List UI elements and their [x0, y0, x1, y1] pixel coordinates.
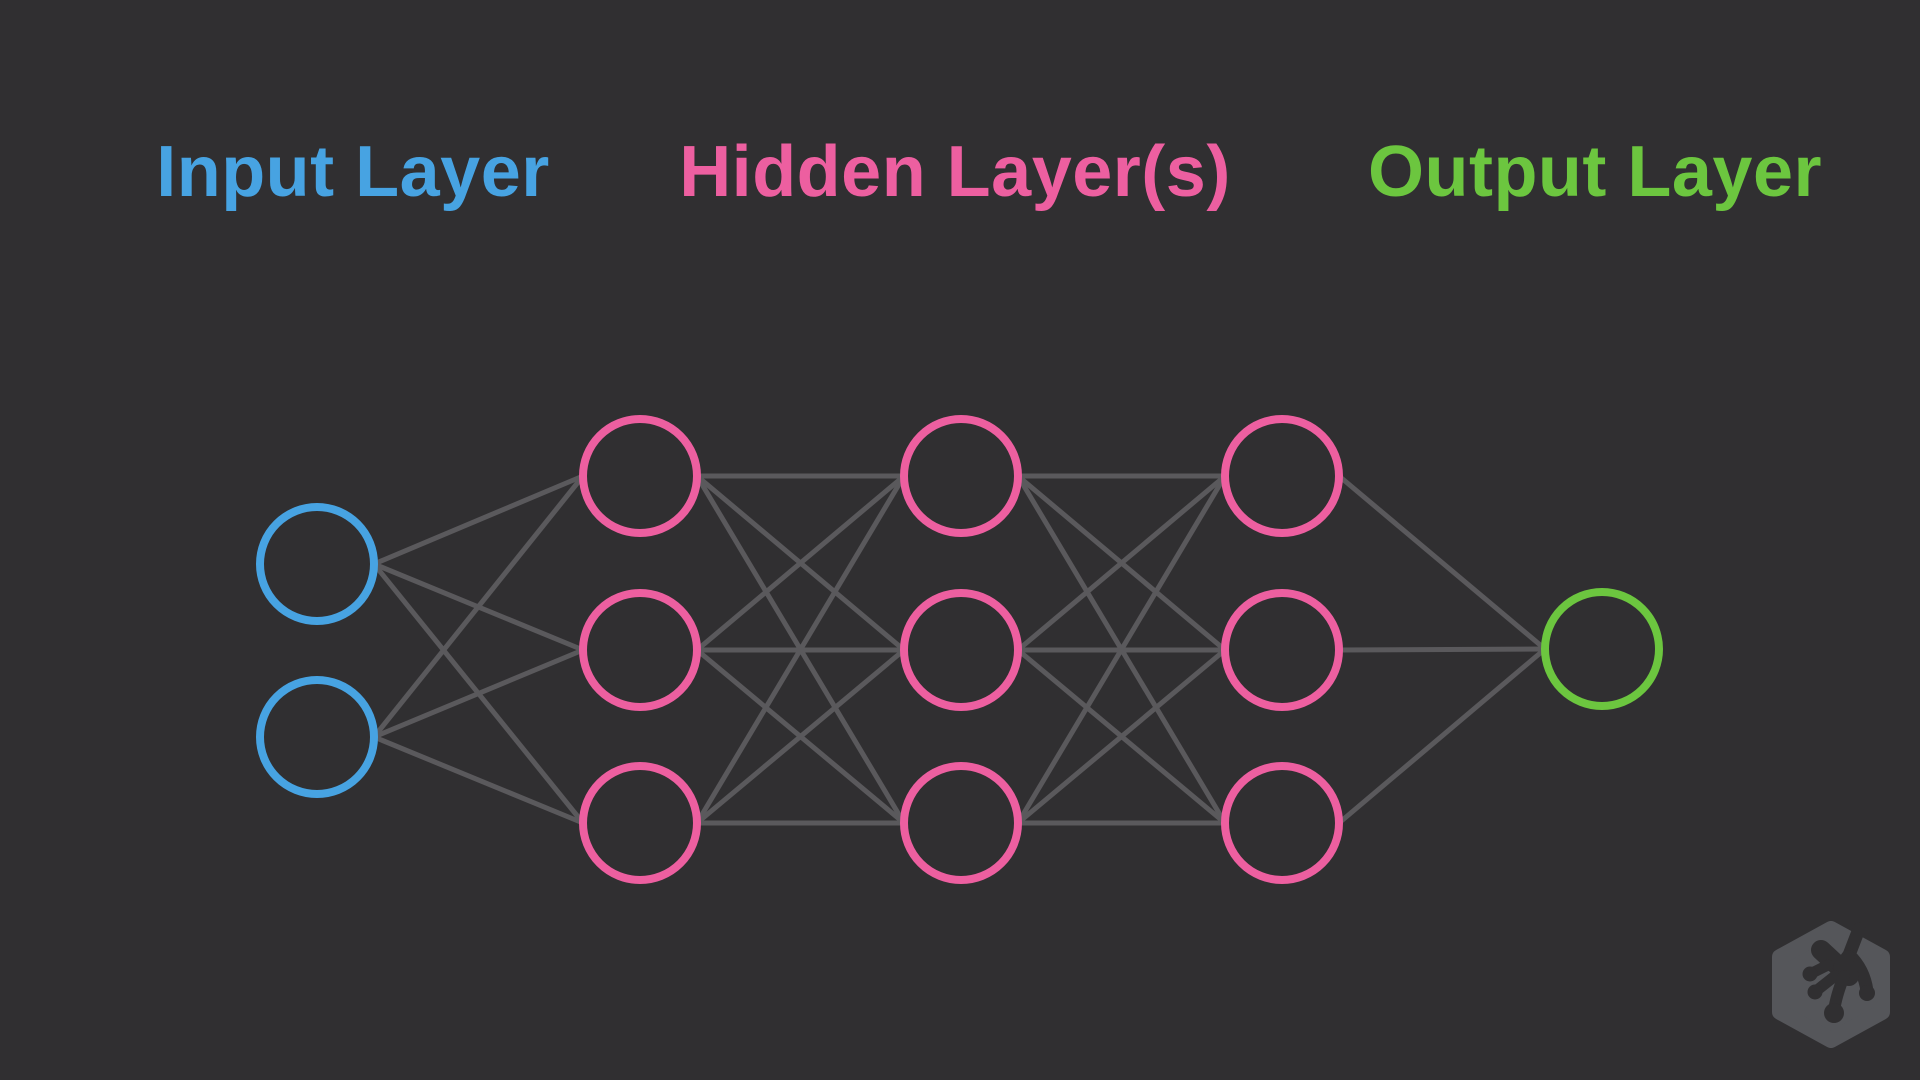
edge-hidden-2-to-hidden-3 [1016, 474, 1227, 652]
input-node [256, 676, 378, 798]
output-layer-label: Output Layer [1367, 132, 1823, 212]
edge-hidden-1-to-hidden-2 [694, 474, 907, 825]
edge-hidden-1-to-hidden-2 [695, 474, 906, 652]
edge-hidden-1-to-hidden-2 [695, 648, 906, 825]
hidden-2-node [900, 415, 1022, 537]
hidden-3-node [1221, 762, 1343, 884]
hidden-1-node [579, 589, 701, 711]
edge-hidden-3-to-output [1338, 646, 1546, 653]
input-layer-label: Input Layer [156, 132, 550, 212]
hidden-1-node [579, 415, 701, 537]
edge-input-to-hidden-1 [373, 647, 584, 740]
edge-hidden-3-to-output [1337, 647, 1547, 825]
edge-input-to-hidden-1 [373, 734, 584, 826]
input-node [256, 503, 378, 625]
hidden-2-node [900, 762, 1022, 884]
hidden-3-node [1221, 589, 1343, 711]
edge-hidden-2-to-hidden-3 [1015, 474, 1228, 825]
edge-input-to-hidden-1 [372, 474, 585, 739]
logo-branch-tips [1802, 966, 1875, 1023]
edge-hidden-2-to-hidden-3 [1016, 648, 1227, 825]
edge-input-to-hidden-1 [373, 473, 584, 567]
hidden-2-node [900, 589, 1022, 711]
hidden-1-node [579, 762, 701, 884]
output-node [1541, 588, 1663, 710]
hidden-3-node [1221, 415, 1343, 537]
hidden-layer-label: Hidden Layer(s) [679, 132, 1231, 212]
edge-hidden-3-to-output [1337, 474, 1547, 651]
treehouse-logo-icon [1772, 921, 1890, 1048]
